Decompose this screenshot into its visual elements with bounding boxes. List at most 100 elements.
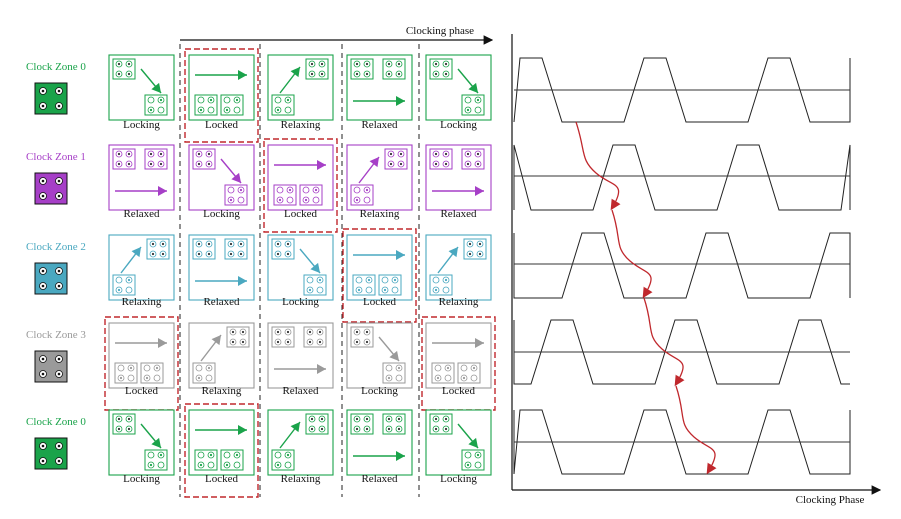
cell-arrow-head <box>317 364 326 374</box>
chip-dot-core <box>57 284 61 288</box>
qca-dot-core <box>117 72 121 76</box>
cell-arrow-head <box>151 437 161 448</box>
qca-dot-core <box>159 463 163 467</box>
chip-dot-core <box>57 104 61 108</box>
chip-dot-core <box>41 194 45 198</box>
qca-dot-core <box>278 198 282 202</box>
clock-waveform <box>513 144 851 211</box>
cell-arrow-head <box>211 335 221 346</box>
cell-arrow-head <box>396 451 405 461</box>
qca-dot-core <box>286 463 290 467</box>
state-cell: Locked <box>421 316 496 411</box>
qca-dot-core <box>399 152 403 156</box>
qca-dot-core <box>397 376 401 380</box>
state-label: Locked <box>442 385 475 397</box>
qca-dot-core <box>434 288 438 292</box>
state-label: Locked <box>363 296 396 308</box>
qca-dot-core <box>235 463 239 467</box>
qca-dot-core <box>355 417 359 421</box>
qca-dot-core <box>365 330 369 334</box>
qca-dot-core <box>207 366 211 370</box>
qca-dot-core <box>149 162 153 166</box>
locked-highlight-box <box>184 48 259 143</box>
qca-dot-core <box>119 366 123 370</box>
qca-dot-core <box>231 340 235 344</box>
qca-dot-core <box>318 278 322 282</box>
qca-dot-core <box>225 463 229 467</box>
waveform-panel: Clocking Phase <box>511 34 882 506</box>
qca-dot-core <box>276 108 280 112</box>
qca-dot-core <box>365 340 369 344</box>
cell-arrow-head <box>468 82 478 93</box>
qca-dot-core <box>155 376 159 380</box>
state-label: Relaxed <box>361 119 398 131</box>
cell-arrow-head <box>369 157 379 168</box>
state-cell: Locked <box>104 316 179 411</box>
qca-dot-core <box>389 152 393 156</box>
qca-dot-core <box>151 252 155 256</box>
qca-dot-core <box>149 152 153 156</box>
qca-dot-core <box>207 162 211 166</box>
qca-dot-core <box>314 198 318 202</box>
state-cell: Locked <box>342 228 417 323</box>
qca-dot-core <box>308 330 312 334</box>
qca-dot-core <box>199 98 203 102</box>
qca-dot-core <box>446 376 450 380</box>
qca-dot-core <box>159 152 163 156</box>
qca-dot-core <box>207 252 211 256</box>
state-cell: Relaxed <box>188 234 255 308</box>
qca-dot-core <box>276 252 280 256</box>
cell-arrow-head <box>131 247 141 258</box>
qca-dot-core <box>127 278 131 282</box>
state-label: Locked <box>205 119 238 131</box>
qca-dot-core <box>320 427 324 431</box>
qca-dot-core <box>286 242 290 246</box>
qca-dot-core <box>355 427 359 431</box>
qca-dot-core <box>129 366 133 370</box>
qca-dot-core <box>145 376 149 380</box>
qca-dot-core <box>239 198 243 202</box>
qca-dot-core <box>229 188 233 192</box>
zone-label: Clock Zone 1 <box>26 151 86 163</box>
qca-dot-core <box>276 340 280 344</box>
qca-dot-core <box>365 417 369 421</box>
qca-dot-core <box>286 330 290 334</box>
qca-dot-core <box>308 288 312 292</box>
state-cell: Relaxing <box>425 234 492 308</box>
qca-dot-core <box>320 62 324 66</box>
chip-dot-core <box>57 357 61 361</box>
qca-dot-core <box>119 376 123 380</box>
qca-dot-core <box>468 252 472 256</box>
cell-arrow-head <box>290 422 300 433</box>
state-label: Relaxing <box>202 385 242 397</box>
qca-dot-core <box>127 162 131 166</box>
qca-dot-core <box>159 98 163 102</box>
qca-dot-core <box>155 366 159 370</box>
qca-dot-core <box>229 242 233 246</box>
zone-label: Clock Zone 0 <box>26 416 86 428</box>
qca-dot-core <box>318 288 322 292</box>
qca-dot-core <box>355 330 359 334</box>
qca-dot-core <box>117 417 121 421</box>
phase-separators <box>179 44 420 497</box>
state-label: Locked <box>125 385 158 397</box>
state-label: Relaxing <box>439 296 479 308</box>
qca-dot-core <box>286 98 290 102</box>
qca-dot-core <box>446 366 450 370</box>
qca-dot-core <box>383 288 387 292</box>
qca-dot-core <box>197 366 201 370</box>
qca-dot-core <box>197 242 201 246</box>
qca-dot-core <box>129 376 133 380</box>
cell-arrow-head <box>310 262 320 273</box>
qca-dot-core <box>199 108 203 112</box>
qca-dot-core <box>444 72 448 76</box>
state-cell: Locked <box>184 48 259 143</box>
qca-dot-core <box>241 340 245 344</box>
cell-arrow-head <box>475 186 484 196</box>
cell-arrow-head <box>158 338 167 348</box>
qca-dot-core <box>209 98 213 102</box>
qca-dot-core <box>229 252 233 256</box>
qca-dot-core <box>197 162 201 166</box>
